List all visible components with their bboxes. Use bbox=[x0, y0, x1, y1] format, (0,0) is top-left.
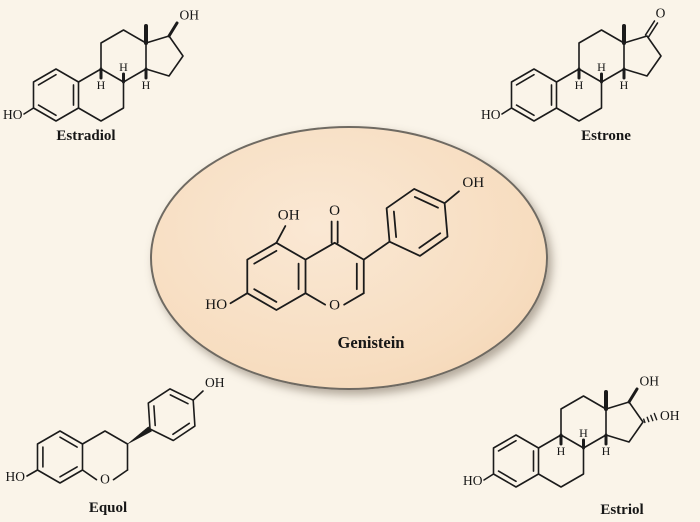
genistein-ellipse bbox=[150, 126, 548, 390]
estriol-name: Estriol bbox=[600, 502, 643, 518]
genistein-name: Genistein bbox=[338, 333, 405, 352]
genistein-ring-o-label: O bbox=[329, 297, 340, 313]
estrone-h9-label: H bbox=[575, 78, 584, 92]
estriol-h9-label: H bbox=[557, 444, 566, 458]
estriol-ho-label: HO bbox=[463, 473, 483, 488]
equol-structure: O HO OH Equol bbox=[6, 375, 225, 516]
estradiol-structure: H H H HO OH Estradiol bbox=[3, 8, 200, 145]
genistein-oh5-label: OH bbox=[278, 207, 300, 223]
estrone-h14-label: H bbox=[620, 78, 629, 92]
estradiol-h9-label: H bbox=[97, 78, 106, 92]
equol-ring-o-label: O bbox=[100, 472, 110, 487]
genistein-ketone-o-label: O bbox=[329, 203, 340, 219]
estriol-skeleton bbox=[483, 387, 658, 488]
genistein-skeleton: O O OH HO OH bbox=[205, 175, 484, 314]
equol-skeleton bbox=[26, 388, 204, 484]
estradiol-skeleton bbox=[23, 21, 184, 122]
estradiol-h14-label: H bbox=[142, 78, 151, 92]
estriol-h14-label: H bbox=[602, 444, 611, 458]
genistein-oh-phenyl-label: OH bbox=[462, 175, 484, 191]
estriol-oh16-label: OH bbox=[660, 408, 680, 423]
equol-name: Equol bbox=[89, 500, 127, 516]
estradiol-oh-label: OH bbox=[180, 8, 200, 23]
estrone-ketone-o-label: O bbox=[656, 6, 666, 21]
estrone-structure: H H H HO O Estrone bbox=[481, 6, 666, 145]
estriol-structure: H H H HO OH OH Estriol bbox=[463, 374, 680, 519]
estriol-oh17-label: OH bbox=[640, 374, 660, 389]
genistein-structure: O O OH HO OH Genistein bbox=[205, 175, 484, 352]
estrone-h8-label: H bbox=[597, 60, 606, 74]
estrone-skeleton bbox=[501, 20, 662, 122]
equol-oh-label: OH bbox=[205, 375, 225, 390]
estrone-ho-label: HO bbox=[481, 107, 501, 122]
estradiol-name: Estradiol bbox=[56, 128, 115, 144]
estrone-name: Estrone bbox=[581, 128, 631, 144]
estradiol-ho-label: HO bbox=[3, 107, 23, 122]
equol-ho-label: HO bbox=[6, 469, 26, 484]
genistein-ho7-label: HO bbox=[205, 297, 227, 313]
estradiol-h8-label: H bbox=[119, 60, 128, 74]
estriol-h8-label: H bbox=[579, 426, 588, 440]
